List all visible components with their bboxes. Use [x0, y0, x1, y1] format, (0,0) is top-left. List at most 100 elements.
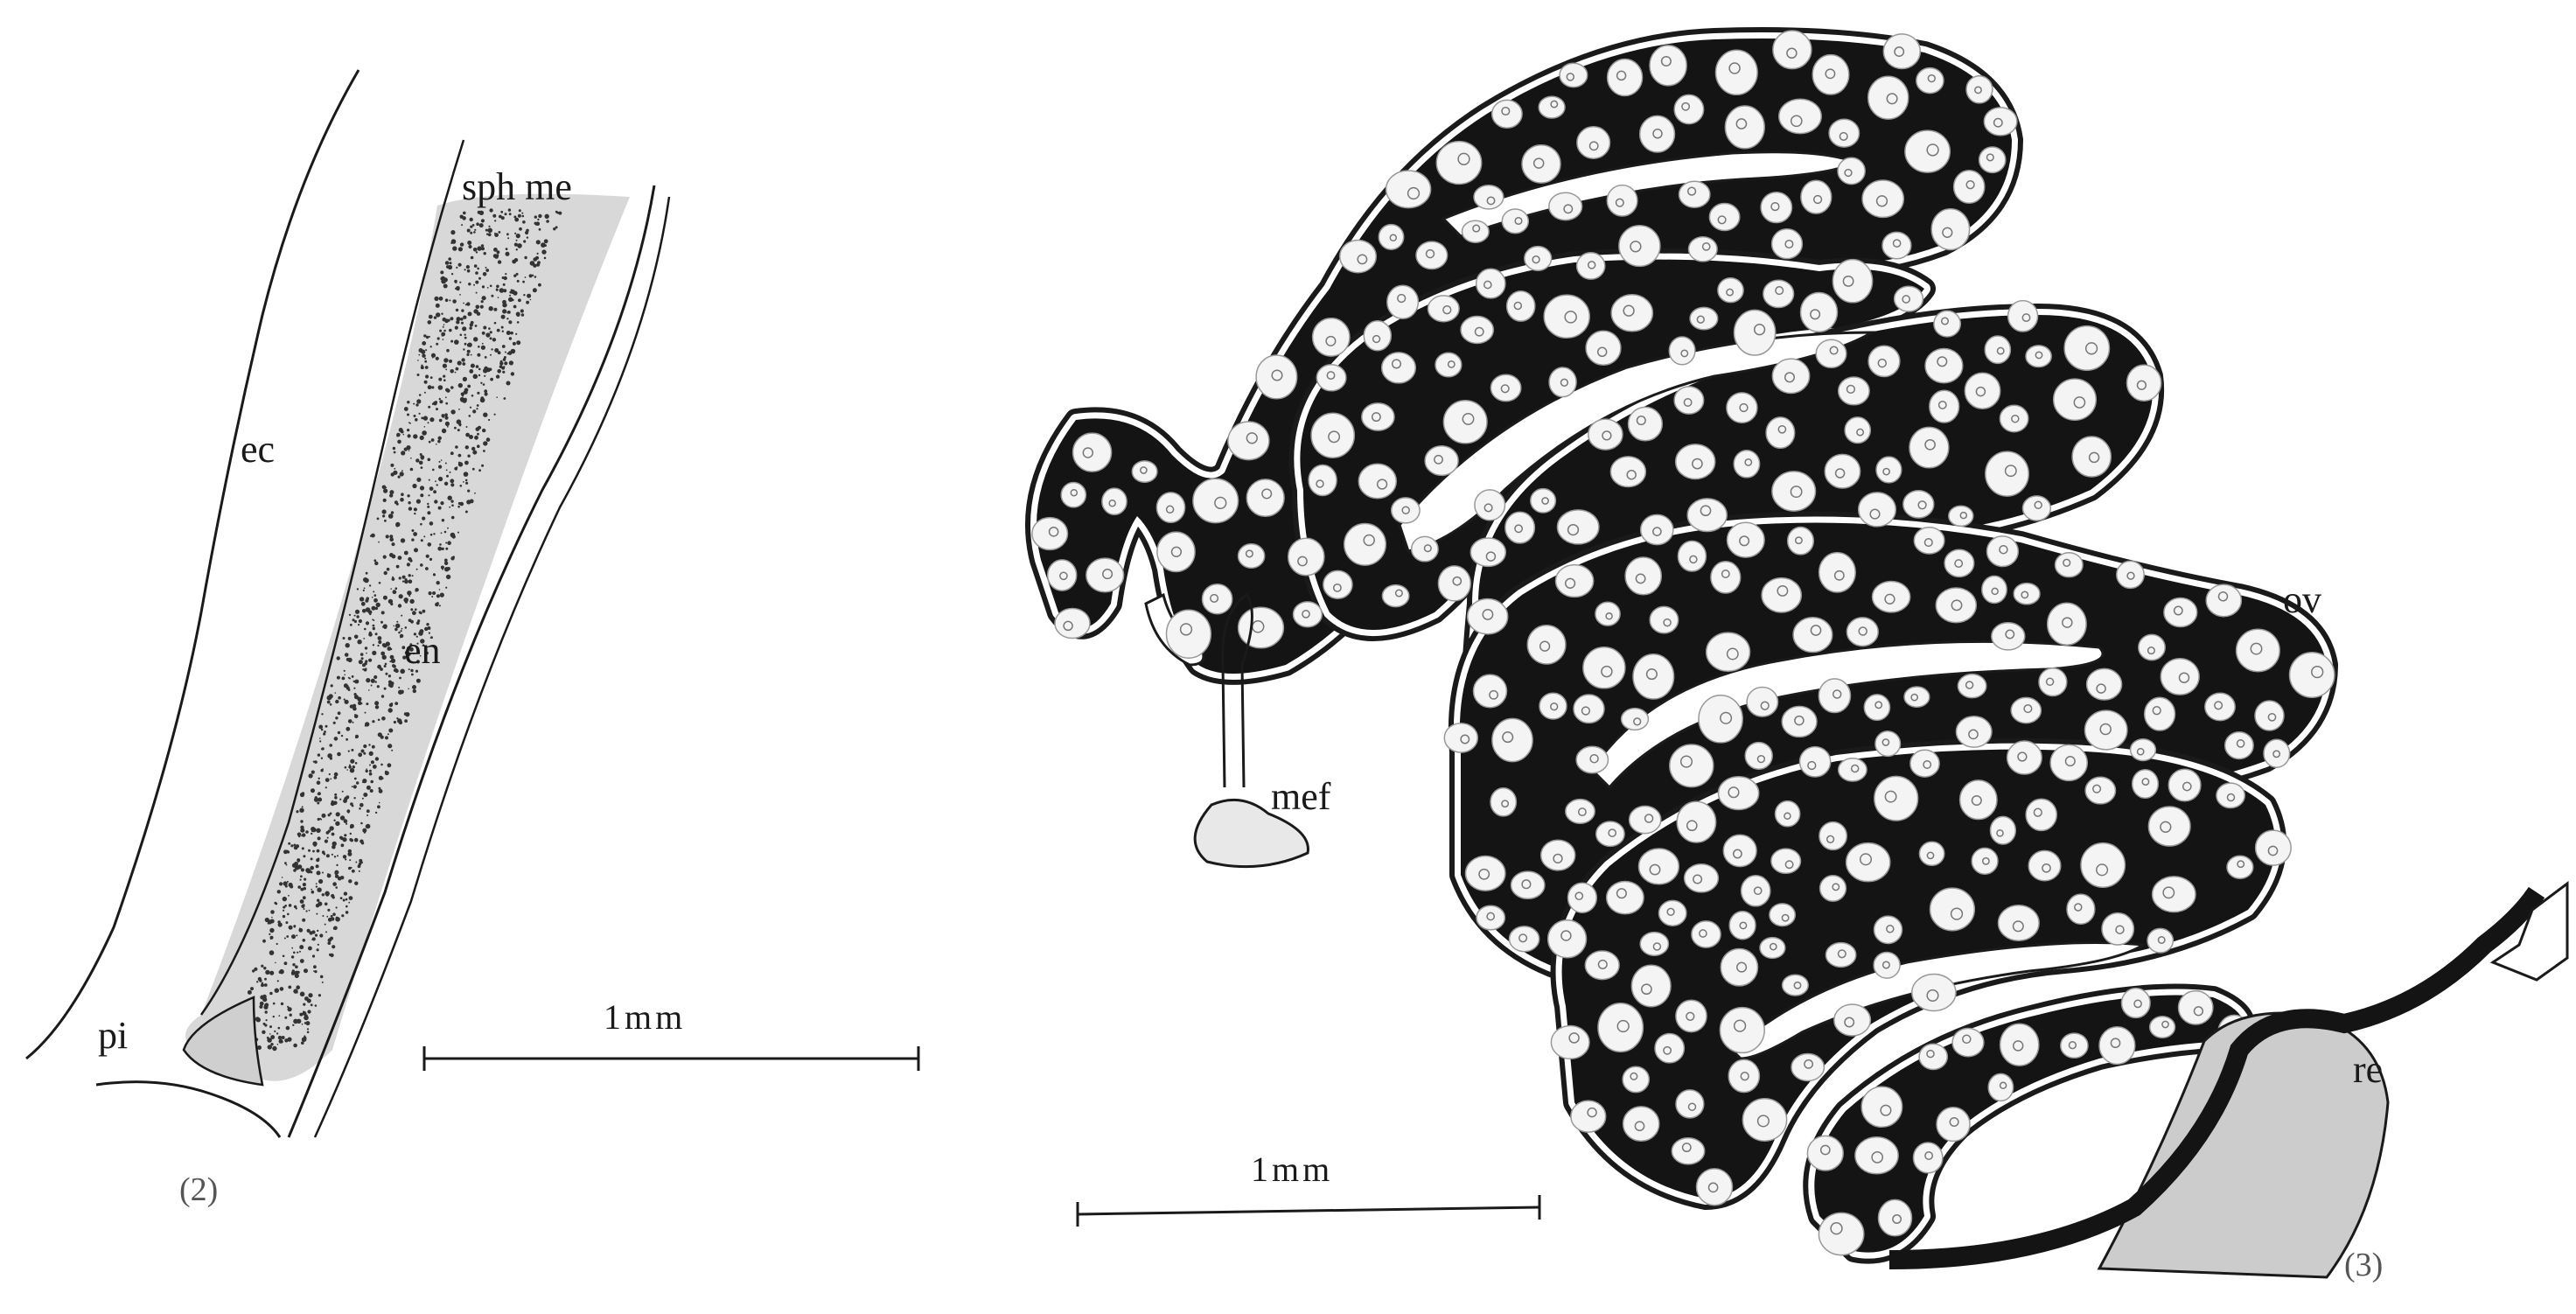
- stipple-dot: [271, 917, 273, 919]
- stipple-dot: [369, 770, 372, 772]
- stipple-dot: [286, 1026, 290, 1031]
- stipple-dot: [309, 910, 311, 912]
- stipple-dot: [351, 749, 353, 751]
- stipple-dot: [391, 750, 393, 751]
- oocyte-cell: [1862, 180, 1903, 217]
- stipple-dot: [291, 947, 293, 949]
- stipple-dot: [284, 862, 287, 864]
- stipple-dot: [353, 722, 354, 723]
- label-en: en: [404, 629, 441, 672]
- stipple-dot: [325, 924, 326, 926]
- stipple-dot: [366, 653, 367, 654]
- stipple-dot: [460, 242, 464, 246]
- stipple-dot: [377, 518, 380, 521]
- oocyte-cell: [1677, 801, 1715, 842]
- stipple-dot: [330, 937, 333, 940]
- stipple-dot: [476, 292, 478, 294]
- stipple-dot: [513, 305, 517, 309]
- stipple-dot: [408, 688, 409, 690]
- stipple-dot: [400, 498, 404, 502]
- stipple-dot: [478, 469, 481, 472]
- stipple-dot: [413, 532, 417, 536]
- stipple-dot: [307, 999, 311, 1003]
- stipple-dot: [383, 596, 387, 600]
- stipple-dot: [377, 805, 380, 808]
- stipple-dot: [443, 339, 444, 340]
- stipple-dot: [465, 482, 468, 485]
- stipple-dot: [438, 437, 442, 440]
- stipple-dot: [510, 332, 513, 335]
- stipple-dot: [408, 579, 413, 584]
- stipple-dot: [481, 465, 484, 467]
- stipple-dot: [317, 899, 319, 902]
- stipple-dot: [319, 933, 323, 937]
- stipple-dot: [407, 429, 409, 431]
- stipple-dot: [300, 959, 304, 963]
- stipple-dot: [485, 356, 487, 359]
- stipple-dot: [327, 909, 330, 912]
- stipple-dot: [331, 827, 333, 829]
- stipple-dot: [312, 954, 315, 957]
- stipple-dot: [479, 223, 484, 227]
- oocyte-cell: [1936, 588, 1976, 623]
- stipple-dot: [386, 535, 389, 538]
- stipple-dot: [464, 269, 466, 270]
- stipple-dot: [398, 687, 400, 688]
- oocyte-cell: [1895, 286, 1923, 311]
- stipple-dot: [346, 905, 348, 908]
- oocyte-cell: [1930, 390, 1959, 423]
- stipple-dot: [421, 457, 424, 460]
- stipple-dot: [391, 702, 394, 705]
- stipple-dot: [497, 329, 500, 332]
- stipple-dot: [401, 470, 403, 472]
- stipple-dot: [367, 814, 368, 816]
- stipple-dot: [372, 745, 375, 749]
- stipple-dot: [484, 375, 485, 377]
- stipple-dot: [443, 324, 445, 325]
- stipple-dot: [369, 613, 371, 615]
- stipple-dot: [477, 268, 479, 270]
- stipple-dot: [345, 858, 346, 860]
- stipple-dot: [341, 735, 343, 737]
- stipple-dot: [383, 489, 387, 493]
- stipple-dot: [476, 305, 480, 310]
- stipple-dot: [379, 582, 381, 584]
- stipple-dot: [456, 267, 457, 269]
- stipple-dot: [354, 635, 359, 640]
- stipple-dot: [388, 674, 391, 677]
- stipple-dot: [387, 763, 392, 767]
- stipple-dot: [489, 368, 492, 371]
- stipple-dot: [348, 867, 351, 870]
- stipple-dot: [503, 283, 506, 286]
- stipple-dot: [348, 719, 353, 723]
- stipple-dot: [358, 624, 360, 626]
- stipple-dot: [401, 628, 403, 630]
- stipple-dot: [476, 251, 478, 253]
- stipple-dot: [401, 691, 404, 694]
- stipple-dot: [365, 647, 367, 649]
- oocyte-cell: [1807, 1136, 1843, 1171]
- stipple-dot: [456, 309, 458, 311]
- stipple-dot: [455, 372, 457, 374]
- stipple-dot: [311, 871, 313, 874]
- stipple-dot: [455, 445, 458, 449]
- stipple-dot: [352, 675, 354, 678]
- stipple-dot: [404, 447, 408, 451]
- stipple-dot: [429, 417, 434, 422]
- stipple-dot: [387, 733, 389, 735]
- oocyte-cell: [1425, 446, 1458, 476]
- stipple-dot: [416, 621, 420, 625]
- oocyte-cell: [1944, 549, 1974, 577]
- stipple-dot: [421, 466, 423, 469]
- stipple-dot: [387, 744, 392, 748]
- stipple-dot: [269, 933, 270, 935]
- stipple-dot: [517, 243, 522, 248]
- oocyte-cell: [1527, 626, 1566, 664]
- stipple-dot: [256, 981, 258, 982]
- stipple-dot: [388, 729, 393, 733]
- stipple-dot: [320, 975, 324, 979]
- stipple-dot: [414, 513, 415, 514]
- stipple-dot: [380, 621, 383, 624]
- stipple-dot: [277, 980, 279, 982]
- stipple-dot: [304, 1016, 309, 1021]
